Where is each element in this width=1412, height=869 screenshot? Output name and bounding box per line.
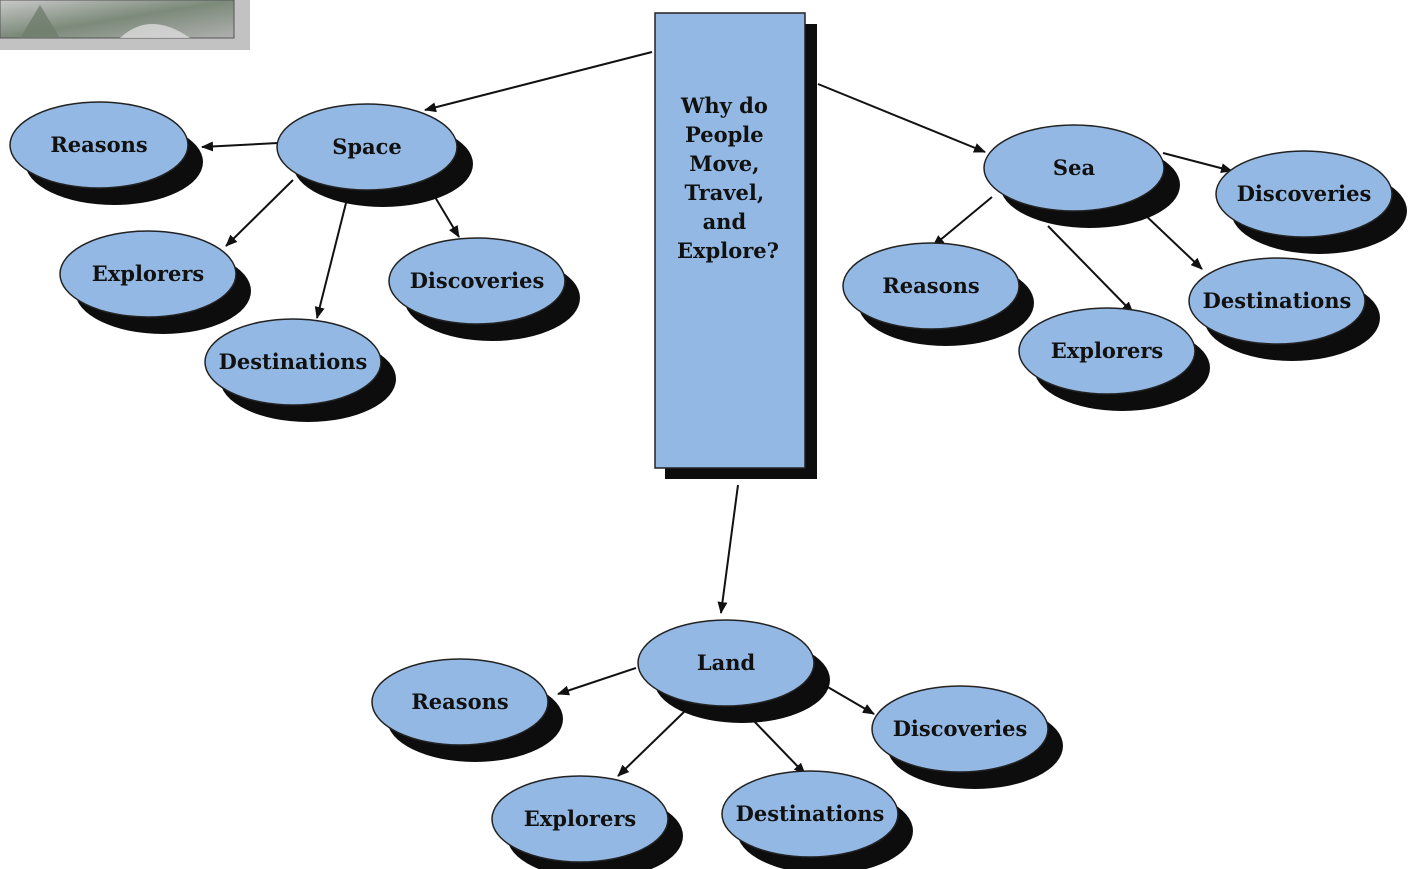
arrow-space-to-explorers	[225, 179, 294, 247]
arrow-land-to-reasons	[557, 667, 637, 696]
space-discoveries-label: Discoveries	[410, 268, 545, 293]
center-line-5: and	[703, 209, 747, 234]
branch-space: Space Reasons Explorers Destinations Dis…	[9, 101, 580, 422]
land-node-ellipse	[637, 619, 815, 707]
center-line-6: Explore?	[677, 238, 779, 263]
sea-destinations-node: Destinations	[1188, 257, 1380, 361]
branch-sea: Sea Discoveries Reasons Explorers Destin…	[842, 124, 1407, 411]
arrow-space-to-reasons	[201, 141, 279, 152]
land-node: Land	[637, 619, 830, 723]
center-line-4: Travel,	[685, 180, 765, 205]
land-explorers-ellipse	[491, 775, 669, 863]
sea-explorers-node: Explorers	[1018, 307, 1210, 411]
sea-destinations-ellipse	[1188, 257, 1366, 345]
space-discoveries-node: Discoveries	[388, 237, 580, 341]
land-destinations-label: Destinations	[736, 801, 885, 826]
central-question-text: Why do People Move, Travel, and Explore?	[677, 93, 779, 263]
connector-lines	[201, 51, 1233, 777]
sea-reasons-ellipse	[842, 242, 1020, 330]
sea-reasons-node: Reasons	[842, 242, 1034, 346]
arrow-land-to-discoveries	[825, 685, 875, 715]
sea-destinations-label: Destinations	[1203, 288, 1352, 313]
space-node-ellipse	[276, 103, 458, 191]
center-line-2: People	[685, 122, 764, 147]
sea-node-label: Sea	[1053, 155, 1096, 180]
sea-node-ellipse	[983, 124, 1165, 212]
corner-photo	[0, 0, 250, 50]
arrow-sea-to-explorers	[1047, 225, 1134, 314]
space-destinations-ellipse	[204, 318, 382, 406]
sea-discoveries-node: Discoveries	[1215, 150, 1407, 254]
space-reasons-label: Reasons	[50, 132, 147, 157]
center-line-3: Move,	[689, 151, 759, 176]
arrow-center-to-sea	[817, 83, 986, 153]
sea-explorers-label: Explorers	[1051, 338, 1164, 363]
arrow-sea-to-reasons	[932, 196, 993, 247]
space-node: Space	[276, 103, 473, 207]
space-destinations-label: Destinations	[219, 349, 368, 374]
space-explorers-node: Explorers	[59, 230, 251, 334]
arrow-center-to-land	[717, 484, 739, 614]
land-discoveries-label: Discoveries	[893, 716, 1028, 741]
land-explorers-node: Explorers	[491, 775, 683, 869]
space-reasons-ellipse	[9, 101, 189, 189]
land-node-label: Land	[697, 650, 756, 675]
sea-discoveries-label: Discoveries	[1237, 181, 1372, 206]
space-reasons-node: Reasons	[9, 101, 203, 205]
land-explorers-label: Explorers	[524, 806, 637, 831]
arrow-sea-to-destinations	[1142, 212, 1203, 270]
arrow-sea-to-discoveries	[1162, 152, 1233, 174]
land-reasons-node: Reasons	[371, 658, 563, 762]
central-question-box: Why do People Move, Travel, and Explore?	[654, 12, 817, 479]
space-explorers-label: Explorers	[92, 261, 205, 286]
space-discoveries-ellipse	[388, 237, 566, 325]
arrow-space-to-destinations	[314, 202, 347, 319]
land-reasons-label: Reasons	[411, 689, 508, 714]
central-box	[654, 12, 806, 469]
branch-land: Land Reasons Explorers Destinations Disc…	[371, 619, 1063, 869]
land-destinations-node: Destinations	[721, 770, 913, 869]
sea-explorers-ellipse	[1018, 307, 1196, 395]
arrow-land-to-destinations	[751, 718, 806, 775]
sea-node: Sea	[983, 124, 1180, 228]
sea-discoveries-ellipse	[1215, 150, 1393, 238]
land-reasons-ellipse	[371, 658, 549, 746]
center-line-1: Why do	[680, 93, 768, 118]
arrow-land-to-explorers	[617, 711, 685, 777]
land-destinations-ellipse	[721, 770, 899, 858]
space-explorers-ellipse	[59, 230, 237, 318]
land-discoveries-ellipse	[871, 685, 1049, 773]
land-discoveries-node: Discoveries	[871, 685, 1063, 789]
sea-reasons-label: Reasons	[882, 273, 979, 298]
arrow-space-to-discoveries	[434, 196, 460, 238]
space-destinations-node: Destinations	[204, 318, 396, 422]
space-node-label: Space	[332, 134, 402, 159]
arrow-center-to-space	[424, 51, 653, 113]
